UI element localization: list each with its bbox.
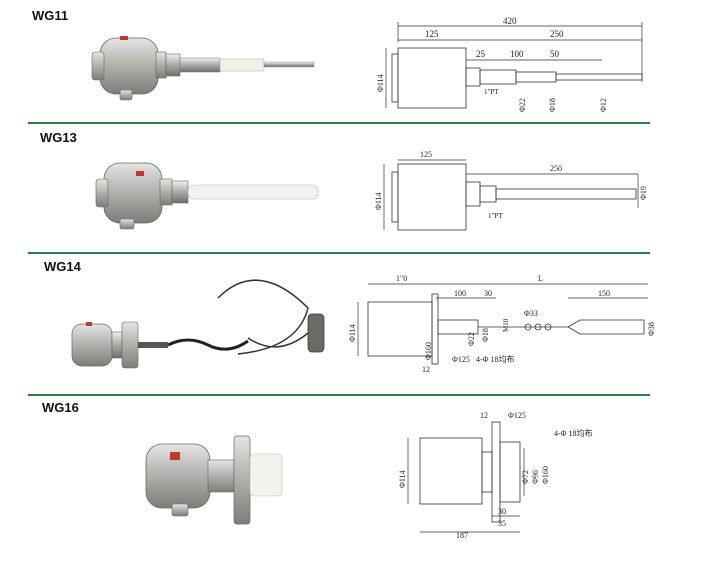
- dim-phi160: Φ160: [424, 342, 433, 360]
- dim-250: 250: [550, 29, 564, 39]
- dim-250: 250: [550, 164, 562, 173]
- dim-30: 30: [484, 289, 492, 298]
- dim-phi114: Φ114: [398, 470, 407, 488]
- dim-420: 420: [503, 16, 517, 26]
- dim-187: 187: [456, 531, 468, 540]
- dim-50: 50: [550, 49, 560, 59]
- model-label-wg13: WG13: [40, 130, 77, 145]
- dim-phi160: Φ160: [541, 466, 550, 484]
- divider-3: [28, 394, 650, 396]
- dim-phi12: Φ12: [599, 98, 608, 112]
- thread-label: 1"PT: [484, 88, 499, 96]
- dim-phi22: Φ22: [467, 332, 476, 346]
- thread-label: 1"PT: [488, 212, 503, 220]
- dim-phi18: Φ18: [548, 98, 557, 112]
- dim-phi38: Φ38: [647, 322, 656, 336]
- model-label-wg16: WG16: [42, 400, 79, 415]
- dim-pcd: Φ125: [508, 411, 526, 420]
- dim-head: 1"0: [396, 274, 407, 283]
- dim-phi22: Φ22: [518, 98, 527, 112]
- dim-phi96: Φ96: [531, 470, 540, 484]
- dim-100: 100: [454, 289, 466, 298]
- dim-125: 125: [425, 29, 439, 39]
- dim-12: 12: [422, 365, 430, 374]
- divider-1: [28, 122, 650, 124]
- dim-150: 150: [598, 289, 610, 298]
- photo-wg11: [91, 36, 315, 101]
- dim-phi19: Φ19: [639, 186, 648, 200]
- model-label-wg14: WG14: [44, 259, 81, 274]
- dim-pcd: Φ125: [452, 355, 470, 364]
- dim-35: 35: [498, 519, 506, 528]
- dim-L: L: [538, 274, 543, 283]
- dim-holes: 4-Φ 18均布: [554, 428, 593, 438]
- dim-phi18: Φ18: [481, 328, 490, 342]
- photo-wg14: [71, 279, 325, 369]
- drawing-wg13: 125 250 Φ114 1"PT Φ19: [374, 150, 648, 231]
- thread-label: M10: [502, 318, 510, 332]
- drawing-wg16: 12 Φ125 4-Φ 18均布 Φ114 Φ72 Φ96 Φ160 30 35…: [398, 411, 593, 540]
- model-label-wg11: WG11: [32, 8, 69, 23]
- dim-30: 30: [498, 507, 506, 516]
- dim-phi114: Φ114: [348, 324, 357, 342]
- dim-12: 12: [480, 411, 488, 420]
- drawing-wg14: 1"0 L 100 30 150 Φ114 Φ160 Φ22 Φ18 M10 Φ…: [348, 274, 656, 374]
- photo-wg13: [95, 162, 319, 230]
- drawing-wg11: 420 125 250 25 100 50 Φ114 1"PT Φ22 Φ18 …: [376, 16, 643, 112]
- dim-phi114: Φ114: [376, 74, 385, 92]
- dim-25: 25: [476, 49, 486, 59]
- dim-phi114: Φ114: [374, 192, 383, 210]
- dim-phi33: Φ33: [524, 309, 538, 318]
- photo-wg16: [145, 435, 283, 525]
- divider-2: [28, 252, 650, 254]
- dim-125: 125: [420, 150, 432, 159]
- dim-100: 100: [510, 49, 524, 59]
- dim-holes: 4-Φ 18均布: [476, 354, 515, 364]
- dim-phi72: Φ72: [521, 470, 530, 484]
